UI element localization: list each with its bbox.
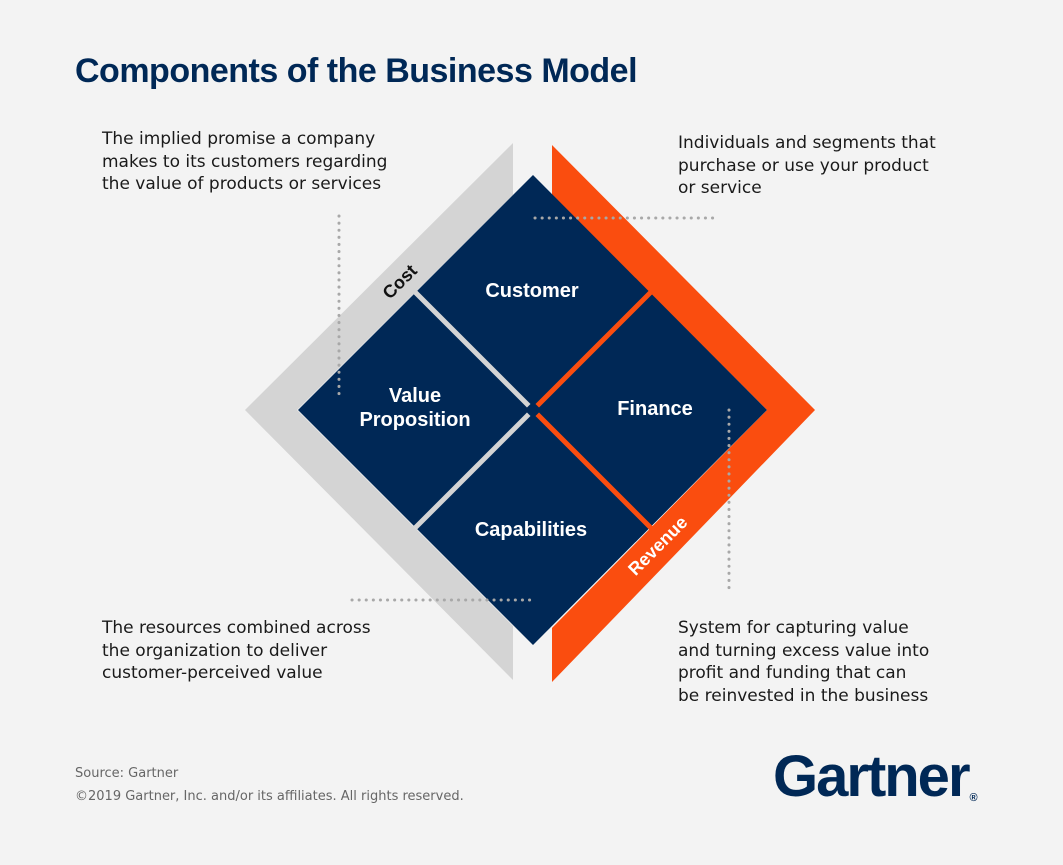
gartner-logo: Gartner ® xyxy=(773,748,978,818)
finance-description: System for capturing value and turning e… xyxy=(678,618,930,706)
gartner-logo-word: Gartner xyxy=(773,744,971,809)
revenue-band xyxy=(552,145,815,682)
capabilities-description: The resources combined across the organi… xyxy=(102,618,371,683)
source-note: Source: Gartner xyxy=(75,766,179,781)
quadrant-value-proposition-label-line2: Proposition xyxy=(359,409,470,431)
cost-band xyxy=(245,143,513,680)
divider-lower-left xyxy=(413,408,535,530)
center-gap xyxy=(524,401,542,419)
registered-mark: ® xyxy=(969,792,978,804)
quadrant-customer-label: Customer xyxy=(485,280,579,302)
divider-lower-right xyxy=(531,408,653,530)
quadrant-capabilities-label: Capabilities xyxy=(475,519,587,541)
quadrant-finance-label: Finance xyxy=(617,398,693,420)
customer-description: Individuals and segments that purchase o… xyxy=(678,133,936,198)
quadrant-value-proposition-label-line1: Value xyxy=(389,385,441,407)
page-title: Components of the Business Model xyxy=(75,52,638,90)
divider-upper-left xyxy=(413,290,535,412)
value-proposition-description: The implied promise a company makes to i… xyxy=(102,129,388,194)
divider-upper-right xyxy=(531,290,653,412)
copyright-note: ©2019 Gartner, Inc. and/or its affiliate… xyxy=(75,789,464,804)
